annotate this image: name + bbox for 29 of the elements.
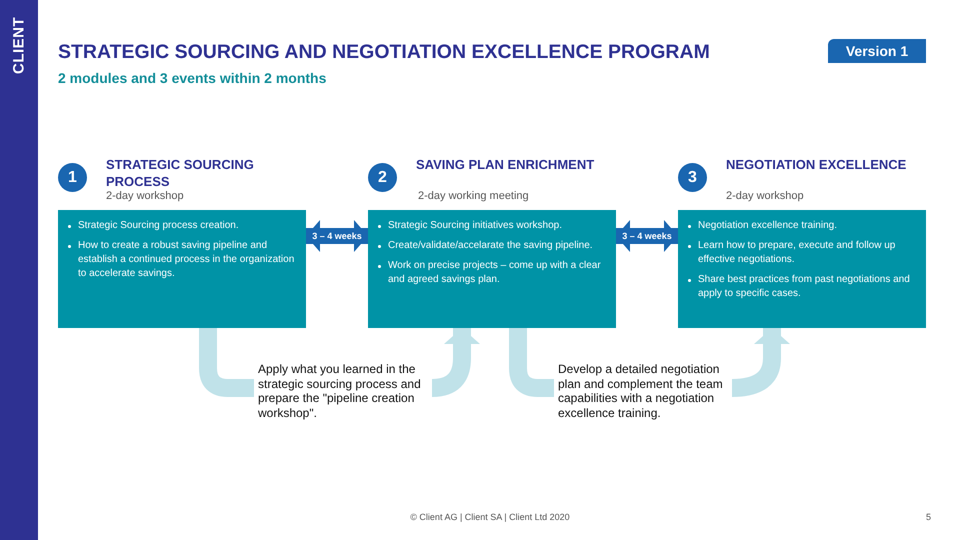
bullet-text: Learn how to prepare, execute and follow up effective negotiations. [686, 239, 916, 267]
title: STRATEGIC SOURCING AND NEGOTIATION EXCELLENCE PROGRAM [58, 41, 710, 64]
bullet-text: Strategic Sourcing process creation. [66, 219, 296, 233]
bullet-text: Share best practices from past negotiations and apply to specific cases. [686, 273, 916, 301]
page-number: 5 [926, 512, 932, 522]
module-heading: NEGOTIATION EXCELLENCE [726, 156, 908, 173]
side-label: CLIENT [10, 15, 28, 76]
bullet-text: Create/validate/accelarate the saving pipeline. [376, 239, 606, 253]
note-text: Develop a detailed negotiation plan and complement the team capabilities with a negotiation excellence training. [558, 362, 730, 420]
version-badge: Version 1 [828, 39, 926, 63]
number-circle: 1 [58, 163, 87, 192]
module-duration: 2-day working meeting [418, 190, 529, 202]
footer-text: © Client AG | Client SA | Client Ltd 2020 [409, 512, 571, 522]
edge-label: 3 – 4 weeks [621, 230, 673, 242]
number-circle: 3 [678, 163, 707, 192]
note-text: Apply what you learned in the strategic sourcing process and prepare the "pipeline creation workshop". [258, 362, 430, 420]
module-duration: 2-day workshop [106, 190, 184, 202]
number-circle: 2 [368, 163, 397, 192]
module-heading: STRATEGIC SOURCING PROCESS [106, 156, 255, 190]
bullet-text: Negotiation excellence training. [686, 219, 916, 233]
subtitle: 2 modules and 3 events within 2 months [58, 70, 326, 86]
bullet-text: Work on precise projects – come up with a clear and agreed savings plan. [376, 259, 606, 287]
bullet-text: Strategic Sourcing initiatives workshop. [376, 219, 606, 233]
double-arrow [306, 220, 368, 252]
module-duration: 2-day workshop [726, 190, 804, 202]
double-arrow [616, 220, 678, 252]
edge-label: 3 – 4 weeks [311, 230, 363, 242]
bullet-text: How to create a robust saving pipeline and establish a continued process in the organization to accelerate savings. [66, 239, 296, 281]
module-heading: SAVING PLAN ENRICHMENT [416, 156, 596, 173]
